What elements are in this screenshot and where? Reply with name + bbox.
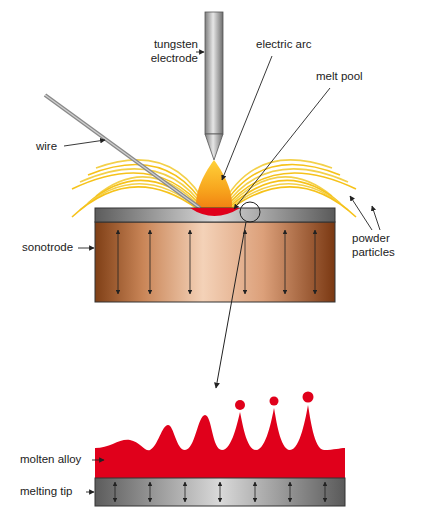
leader-line xyxy=(234,88,330,209)
electrode-rod xyxy=(205,12,223,134)
vibration-arrow xyxy=(150,482,151,502)
detail-circle xyxy=(240,202,260,222)
vibration-arrow xyxy=(255,482,256,502)
vibration-arrow xyxy=(118,230,119,294)
vibration-arrow xyxy=(190,230,191,294)
sonotrode-body xyxy=(95,222,335,302)
vibration-arrow xyxy=(220,482,221,502)
vibration-arrow xyxy=(285,230,286,294)
vibration-arrow xyxy=(185,482,186,502)
leader-line xyxy=(350,196,372,230)
powder-stream xyxy=(223,169,348,209)
vibration-arrow xyxy=(315,230,316,294)
powder-stream xyxy=(80,184,199,210)
part-label: electric arc xyxy=(256,38,312,52)
electrode-tip xyxy=(205,134,223,160)
vibration-arrow xyxy=(290,482,291,502)
leader-line xyxy=(92,460,104,461)
part-label: tungsten electrode xyxy=(140,38,198,66)
powder-stream xyxy=(80,169,205,209)
vibration-arrow xyxy=(325,482,326,502)
part-label: melting tip xyxy=(20,485,72,499)
part-label: sonotrode xyxy=(22,241,73,255)
droplet xyxy=(235,400,245,410)
vibration-arrows xyxy=(115,482,325,502)
vibration-arrow xyxy=(150,230,151,294)
vibration-arrow xyxy=(115,482,116,502)
vibration-arrows xyxy=(118,230,315,294)
sonotrode-plate xyxy=(95,208,335,222)
leader-lines xyxy=(64,52,380,492)
leader-line xyxy=(78,248,94,249)
leader-line xyxy=(86,492,94,493)
powder-stream xyxy=(229,184,348,210)
part-label: molten alloy xyxy=(20,453,81,467)
leader-line xyxy=(64,140,105,146)
melt-pool xyxy=(190,208,240,216)
detail-arrow xyxy=(216,222,246,388)
wire-highlight xyxy=(45,95,200,208)
vibration-arrow xyxy=(245,230,246,294)
droplet xyxy=(303,392,314,403)
molten-alloy-shape xyxy=(95,405,345,478)
melting-tip-shape xyxy=(95,478,345,506)
part-label: melt pool xyxy=(316,70,363,84)
part-label: powder particles xyxy=(352,232,412,260)
part-label: wire xyxy=(36,140,57,154)
leader-line xyxy=(372,206,380,230)
powder-stream xyxy=(72,173,204,209)
droplet xyxy=(270,397,279,406)
leader-line xyxy=(222,56,272,180)
wire xyxy=(45,95,200,208)
